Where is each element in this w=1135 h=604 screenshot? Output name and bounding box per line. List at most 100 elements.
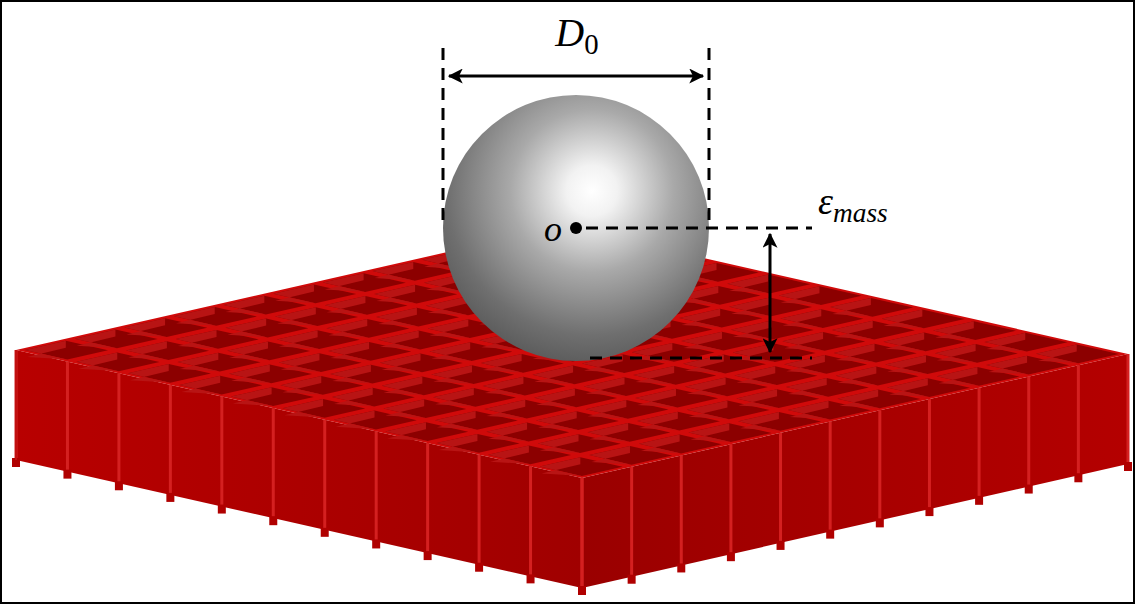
cell-inner-wall	[679, 309, 723, 328]
cell-inner-wall	[887, 378, 931, 397]
cell-inner-wall	[633, 366, 677, 385]
cell-inner-wall	[378, 331, 422, 350]
cell-inner-wall	[735, 366, 779, 385]
cell-inner-wall	[538, 434, 582, 453]
cell-inner-wall	[227, 342, 271, 361]
cell-hole	[779, 286, 862, 305]
plate-tab	[372, 539, 380, 548]
cell-inner-wall	[426, 296, 470, 315]
cell-inner-wall	[837, 390, 881, 409]
cell-inner-wall	[376, 308, 420, 327]
cell-inner-wall	[435, 411, 479, 430]
center-label: o	[544, 210, 562, 250]
plate-wall	[978, 388, 981, 498]
cell-inner-wall	[635, 389, 679, 408]
plate-tab	[925, 507, 933, 516]
cell-hole	[882, 310, 965, 329]
cell-inner-wall	[736, 389, 780, 408]
cell-hole	[830, 298, 913, 317]
cell-inner-wall	[836, 367, 880, 386]
cell-inner-wall	[229, 364, 273, 383]
label-subscript: 0	[584, 28, 598, 60]
cell-inner-wall	[782, 332, 826, 351]
cell-inner-wall	[429, 342, 473, 361]
cell-inner-wall	[786, 378, 830, 397]
cell-inner-wall	[282, 399, 326, 418]
cell-inner-wall	[77, 352, 121, 371]
plate-tab	[63, 470, 71, 479]
cell-inner-wall	[481, 354, 525, 373]
plate-wall	[323, 420, 326, 530]
cell-inner-wall	[25, 341, 69, 360]
plate-tab	[218, 505, 226, 514]
cell-inner-wall	[383, 399, 427, 418]
cell-inner-wall	[687, 400, 731, 419]
plate-wall	[928, 399, 931, 509]
cell-inner-wall	[373, 262, 417, 281]
lattice-cell	[779, 286, 862, 305]
cell-inner-wall	[277, 330, 321, 349]
plate-wall	[779, 433, 782, 543]
plate-tab	[876, 518, 884, 527]
cell-hole	[933, 321, 1016, 340]
cell-inner-wall	[483, 377, 527, 396]
center-dot	[570, 222, 582, 234]
plate-tab	[269, 516, 277, 525]
plate-tab	[424, 551, 432, 560]
cell-inner-wall	[428, 319, 472, 338]
plate-wall	[1127, 354, 1130, 464]
plate-wall	[529, 466, 532, 576]
cell-hole	[1036, 344, 1119, 363]
plate-tab	[1074, 473, 1082, 482]
cell-inner-wall	[586, 400, 630, 419]
cell-inner-wall	[589, 446, 633, 465]
plate-wall	[1027, 377, 1030, 487]
plate-tab	[578, 586, 586, 595]
plate-wall	[829, 422, 832, 532]
plate-tab	[777, 541, 785, 550]
lattice-cell	[985, 333, 1068, 352]
plate-wall	[1077, 365, 1080, 475]
cell-inner-wall	[176, 330, 220, 349]
plate-tab	[115, 481, 123, 490]
cell-inner-wall	[126, 341, 170, 360]
plate-wall	[729, 444, 732, 554]
cell-inner-wall	[834, 344, 878, 363]
plate-tab	[628, 575, 636, 584]
cell-inner-wall	[328, 342, 372, 361]
cell-inner-wall	[327, 319, 371, 338]
cell-inner-wall	[731, 320, 775, 339]
cell-inner-wall	[883, 332, 927, 351]
cell-inner-wall	[830, 298, 874, 317]
plate-tab	[727, 552, 735, 561]
lattice-cell	[830, 298, 913, 317]
plate-tab	[527, 574, 535, 583]
cell-inner-wall	[986, 356, 1030, 375]
center-guide	[586, 227, 812, 230]
cell-inner-wall	[637, 412, 681, 431]
cell-inner-wall	[689, 423, 733, 442]
cell-inner-wall	[639, 435, 683, 454]
cell-inner-wall	[788, 401, 832, 420]
plate-tab	[1124, 462, 1132, 471]
cell-inner-wall	[485, 400, 529, 419]
cell-inner-wall	[124, 318, 168, 337]
cell-inner-wall	[273, 284, 317, 303]
cell-inner-wall	[885, 355, 929, 374]
plate-tab	[975, 496, 983, 505]
cell-inner-wall	[374, 285, 418, 304]
cell-inner-wall	[325, 296, 369, 315]
cell-inner-wall	[937, 367, 981, 386]
cell-inner-wall	[584, 377, 628, 396]
cell-inner-wall	[587, 423, 631, 442]
cell-inner-wall	[681, 332, 725, 351]
diameter-arrow	[449, 75, 703, 78]
cell-inner-wall	[779, 286, 823, 305]
cell-inner-wall	[174, 307, 218, 326]
cell-inner-wall	[385, 422, 429, 441]
cell-inner-wall	[685, 378, 729, 397]
cell-inner-wall	[534, 388, 578, 407]
plate-tab	[826, 530, 834, 539]
cell-inner-wall	[323, 273, 367, 292]
